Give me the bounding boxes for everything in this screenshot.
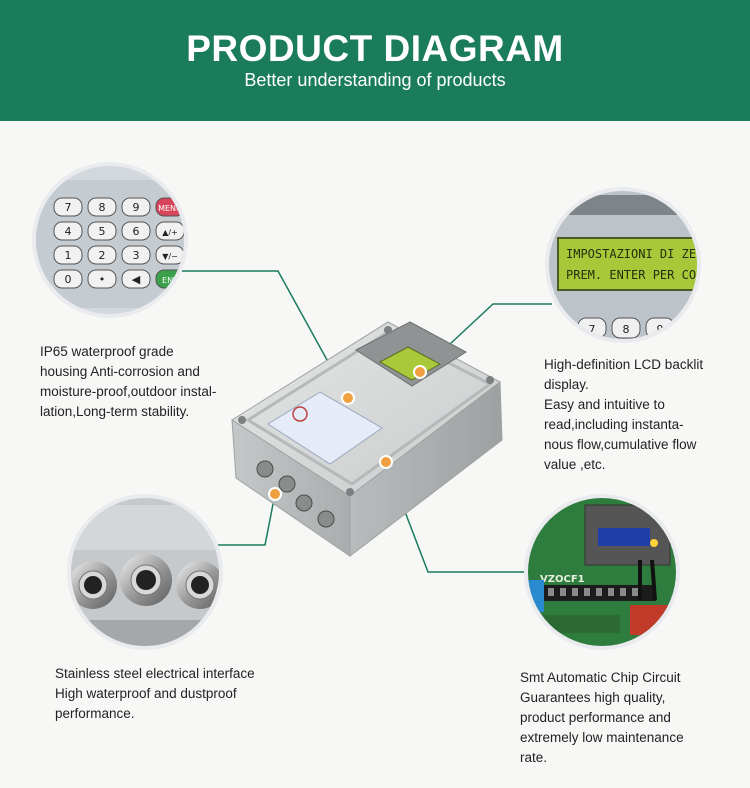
keypad-key-label: 9 bbox=[133, 201, 140, 214]
connector-line-keypad bbox=[182, 270, 349, 399]
enclosure-logo bbox=[292, 406, 308, 422]
lcd-key: 7 bbox=[589, 323, 596, 336]
keypad-key-label: ENT bbox=[162, 276, 178, 285]
screw bbox=[486, 376, 494, 384]
header-banner: PRODUCT DIAGRAM Better understanding of … bbox=[0, 0, 750, 121]
keypad-key-label: 8 bbox=[99, 201, 106, 214]
caption-interface: Stainless steel electrical interface Hig… bbox=[55, 666, 255, 721]
keypad-key bbox=[121, 197, 151, 217]
markers bbox=[268, 365, 427, 501]
keypad-key-label: 5 bbox=[99, 225, 106, 238]
keypad-key-label: ◀ bbox=[132, 273, 141, 286]
cable-glands bbox=[256, 460, 335, 528]
keypad-key-label: ▼/− bbox=[162, 252, 178, 261]
detail-circle-interface bbox=[67, 494, 223, 650]
keypad-key-label: 0 bbox=[65, 273, 72, 286]
keypad-key bbox=[121, 269, 151, 289]
keypad-key bbox=[53, 245, 83, 265]
lcd-screen bbox=[557, 237, 697, 291]
keypad-key bbox=[53, 221, 83, 241]
marker-interface bbox=[268, 487, 282, 501]
caption-circuit: Smt Automatic Chip Circuit Guarantees hi… bbox=[520, 670, 684, 765]
keypad-key bbox=[53, 269, 83, 289]
marker-circuit bbox=[379, 455, 393, 469]
keypad-key bbox=[53, 197, 83, 217]
connector-line-interface bbox=[218, 493, 276, 546]
cable-gland bbox=[278, 475, 296, 493]
caption-housing: IP65 waterproof grade housing Anti-corro… bbox=[40, 344, 217, 419]
cable-gland bbox=[256, 460, 274, 478]
page-title: PRODUCT DIAGRAM bbox=[186, 28, 564, 69]
page-subtitle: Better understanding of products bbox=[244, 70, 506, 90]
keypad-key-label: 7 bbox=[65, 201, 72, 214]
keypad-key bbox=[87, 197, 117, 217]
keypad-key-label: ▲/+ bbox=[162, 228, 178, 237]
steel-gland bbox=[71, 561, 117, 609]
keypad-key-label: 6 bbox=[133, 225, 140, 238]
screw bbox=[384, 326, 392, 334]
keypad-key bbox=[87, 221, 117, 241]
enclosure-label bbox=[267, 391, 383, 465]
detail-circle-circuit: VZOCF1 bbox=[524, 494, 680, 650]
detail-circle-lcd: IMPOSTAZIONI DI ZE PREM. ENTER PER CO 7 … bbox=[545, 187, 701, 343]
cable-gland bbox=[317, 510, 335, 528]
keypad-key bbox=[121, 245, 151, 265]
enclosure-side bbox=[349, 381, 503, 558]
keypad-key-label: 2 bbox=[99, 249, 106, 262]
detail-circle-keypad: 7 8 9 MENU 4 5 6 ▲/+ 1 2 3 ▼/− 0 • ◀ ENT bbox=[32, 162, 188, 318]
keypad-key bbox=[155, 245, 184, 265]
screw bbox=[238, 416, 246, 424]
lcd-key: 8 bbox=[623, 323, 630, 336]
chip-label: VZOCF1 bbox=[540, 574, 585, 585]
cable-gland bbox=[295, 494, 313, 512]
keypad-key-label: 3 bbox=[133, 249, 140, 262]
keypad-key-label: 1 bbox=[65, 249, 72, 262]
lcd-line-2: PREM. ENTER PER CO bbox=[566, 268, 696, 282]
keypad-key-label: 4 bbox=[65, 225, 72, 238]
flowmeter-enclosure bbox=[231, 321, 503, 558]
screw bbox=[346, 488, 354, 496]
keypad-key-label: • bbox=[99, 273, 106, 286]
lcd-line-1: IMPOSTAZIONI DI ZE bbox=[566, 247, 696, 261]
keypad-key bbox=[121, 221, 151, 241]
marker-lcd bbox=[413, 365, 427, 379]
keypad-key bbox=[87, 245, 117, 265]
marker-keypad bbox=[341, 391, 355, 405]
steel-gland bbox=[120, 554, 172, 606]
steel-gland bbox=[176, 561, 219, 609]
keypad-key bbox=[87, 269, 117, 289]
keypad-key-label: MENU bbox=[158, 204, 182, 213]
caption-lcd: High-definition LCD backlit display. Eas… bbox=[544, 357, 704, 472]
keypad-key bbox=[155, 221, 184, 241]
